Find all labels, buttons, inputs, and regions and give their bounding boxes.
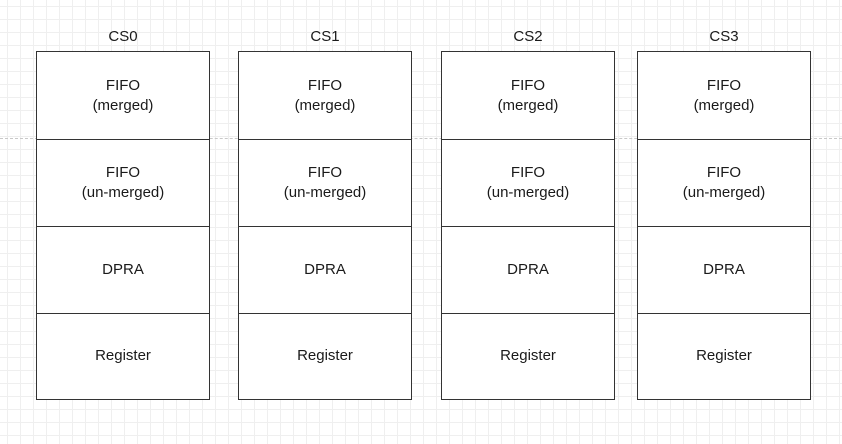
stack-cs1[interactable]: FIFO (merged) FIFO (un-merged) DPRA Regi… bbox=[238, 51, 412, 400]
column-cs0: CS0 FIFO (merged) FIFO (un-merged) DPRA … bbox=[36, 26, 210, 400]
cell-fifo-unmerged[interactable]: FIFO (un-merged) bbox=[37, 139, 209, 226]
cell-dpra[interactable]: DPRA bbox=[239, 226, 411, 313]
cell-fifo-unmerged[interactable]: FIFO (un-merged) bbox=[239, 139, 411, 226]
column-cs1: CS1 FIFO (merged) FIFO (un-merged) DPRA … bbox=[238, 26, 412, 400]
cell-register[interactable]: Register bbox=[442, 313, 614, 398]
column-title-cs1: CS1 bbox=[310, 28, 340, 45]
cell-fifo-merged[interactable]: FIFO (merged) bbox=[497, 76, 559, 114]
column-title-cs0: CS0 bbox=[108, 28, 138, 45]
cell-fifo-merged[interactable]: FIFO (merged) bbox=[294, 76, 356, 114]
column-cs3: CS3 FIFO (merged) FIFO (un-merged) DPRA … bbox=[637, 26, 811, 400]
cell-register[interactable]: Register bbox=[638, 313, 810, 398]
cell-dpra[interactable]: DPRA bbox=[37, 226, 209, 313]
cell-register[interactable]: Register bbox=[239, 313, 411, 398]
column-title-cs2: CS2 bbox=[513, 28, 543, 45]
cell-dpra[interactable]: DPRA bbox=[638, 226, 810, 313]
stack-cs2[interactable]: FIFO (merged) FIFO (un-merged) DPRA Regi… bbox=[441, 51, 615, 400]
cell-fifo-unmerged[interactable]: FIFO (un-merged) bbox=[638, 139, 810, 226]
column-title-cs3: CS3 bbox=[709, 28, 739, 45]
stack-cs0[interactable]: FIFO (merged) FIFO (un-merged) DPRA Regi… bbox=[36, 51, 210, 400]
cell-dpra[interactable]: DPRA bbox=[442, 226, 614, 313]
cell-fifo-merged[interactable]: FIFO (merged) bbox=[92, 76, 154, 114]
stack-cs3[interactable]: FIFO (merged) FIFO (un-merged) DPRA Regi… bbox=[637, 51, 811, 400]
cell-register[interactable]: Register bbox=[37, 313, 209, 398]
cell-fifo-merged[interactable]: FIFO (merged) bbox=[693, 76, 755, 114]
cell-fifo-unmerged[interactable]: FIFO (un-merged) bbox=[442, 139, 614, 226]
horizontal-guide-line bbox=[0, 138, 842, 139]
column-cs2: CS2 FIFO (merged) FIFO (un-merged) DPRA … bbox=[441, 26, 615, 400]
